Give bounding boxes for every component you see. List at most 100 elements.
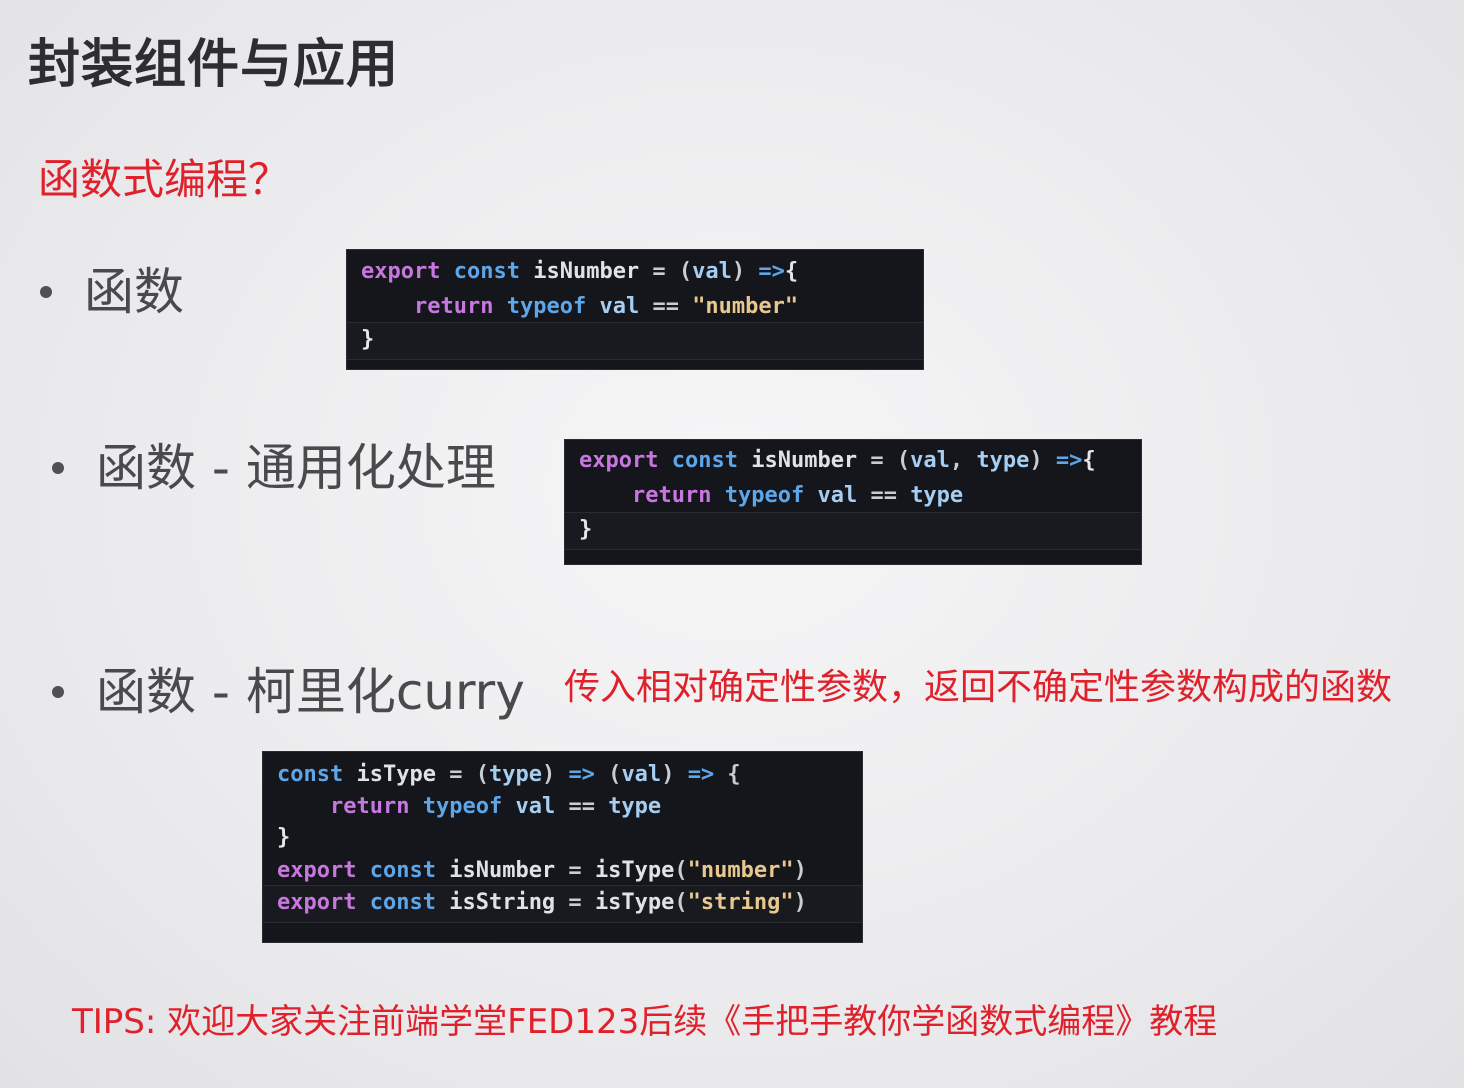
current-line-highlight (347, 322, 923, 360)
code-token: const (369, 858, 436, 883)
bullet-dot-icon (52, 461, 64, 474)
code-token: = ( (639, 259, 693, 284)
code-token: const (277, 762, 344, 787)
code-line: const isType = (type) => (val) => { (277, 759, 741, 791)
code-token (738, 448, 751, 473)
code-token: } (579, 517, 593, 542)
code-line: } (361, 324, 374, 356)
code-token: = ( (857, 448, 911, 473)
code-token (356, 858, 369, 883)
code-token: => (758, 259, 785, 284)
code-token: => (687, 762, 715, 787)
code-token: ) (541, 762, 569, 787)
code-token: == (639, 294, 693, 319)
code-token (804, 483, 817, 508)
code-token: typeof (506, 294, 587, 319)
bullet-label: 函数 - 通用化处理 (96, 439, 496, 497)
code-token: ( (674, 858, 688, 883)
code-token: ) (793, 890, 807, 915)
code-token: isType (594, 890, 675, 915)
code-token (356, 890, 369, 915)
slide-title: 封装组件与应用 (28, 35, 400, 95)
code-token: type (976, 448, 1030, 473)
code-token (409, 794, 422, 819)
code-line: return typeof val == "number" (361, 291, 798, 323)
code-token: val (910, 448, 950, 473)
slide-subtitle: 函数式编程？ (38, 155, 291, 204)
code-token: export (361, 259, 441, 284)
code-token: = ( (435, 762, 489, 787)
code-token: ) (661, 762, 688, 787)
code-token: => (568, 762, 595, 787)
code-token: } (277, 825, 291, 850)
code-token: } (361, 327, 375, 352)
code-token: type (488, 762, 542, 787)
code-line: export const isString = isType("string") (277, 887, 807, 919)
code-token: return (329, 794, 410, 819)
code-token (436, 858, 449, 883)
code-token: export (579, 448, 659, 473)
code-line: export const isNumber = (val) =>{ (361, 256, 798, 288)
code-token: = (555, 890, 595, 915)
code-token: isType (594, 858, 675, 883)
code-token: ) (793, 858, 807, 883)
code-block-curry[interactable]: const isType = (type) => (val) => { retu… (263, 752, 862, 942)
code-token (343, 762, 356, 787)
code-line: return typeof val == type (579, 480, 963, 512)
code-line: export const isNumber = (val, type) =>{ (579, 445, 1096, 477)
code-token: isNumber (533, 259, 640, 284)
code-token: const (453, 259, 520, 284)
code-token (502, 794, 515, 819)
code-token: return (413, 294, 494, 319)
code-token: "string" (687, 890, 794, 915)
code-line: return typeof val == type (277, 791, 661, 823)
code-token: { (784, 259, 799, 284)
code-token (579, 483, 632, 508)
bullet-dot-icon (52, 685, 64, 698)
code-token: => (1055, 448, 1083, 473)
bullet-generalized-function: 函数 - 通用化处理 (52, 428, 496, 500)
code-token: val (817, 483, 858, 508)
code-token (436, 890, 449, 915)
code-token: const (369, 890, 436, 915)
current-line-highlight (263, 885, 862, 923)
code-token: type (608, 794, 662, 819)
bullet-function: 函数 (40, 252, 184, 324)
code-token: isString (449, 890, 556, 915)
code-token: ( (594, 762, 622, 787)
code-token: "number" (692, 294, 799, 319)
bullet-label: 函数 (84, 263, 184, 321)
code-token (520, 259, 533, 284)
code-token: = (555, 858, 595, 883)
code-line: export const isNumber = isType("number") (277, 855, 807, 887)
tips-text: TIPS: 欢迎大家关注前端学堂FED123后续《手把手教你学函数式编程》教程 (72, 1002, 1218, 1042)
code-token: val (599, 294, 640, 319)
code-token: isNumber (751, 448, 858, 473)
code-token (361, 294, 414, 319)
code-token: == (857, 483, 911, 508)
code-token: "number" (687, 858, 794, 883)
code-block-generalized[interactable]: export const isNumber = (val, type) =>{ … (565, 440, 1141, 564)
code-token: typeof (422, 794, 503, 819)
code-token: ) (1029, 448, 1056, 473)
code-block-function[interactable]: export const isNumber = (val) =>{ return… (347, 250, 923, 369)
code-token (277, 794, 330, 819)
curry-note: 传入相对确定性参数，返回不确定性参数构成的函数 (564, 667, 1393, 708)
code-token: { (1082, 448, 1096, 473)
code-token: ) (731, 259, 759, 284)
code-token: , (949, 448, 977, 473)
code-token: typeof (724, 483, 805, 508)
code-token: isType (356, 762, 436, 787)
code-token (440, 259, 453, 284)
code-token (711, 483, 724, 508)
code-token: const (671, 448, 738, 473)
bullet-label: 函数 - 柯里化curry (96, 663, 525, 721)
code-token: val (621, 762, 662, 787)
code-token: export (277, 890, 357, 915)
code-token: == (555, 794, 609, 819)
bullet-dot-icon (40, 285, 52, 298)
code-token (493, 294, 506, 319)
code-token (586, 294, 599, 319)
code-token: val (692, 259, 732, 284)
code-token (658, 448, 671, 473)
